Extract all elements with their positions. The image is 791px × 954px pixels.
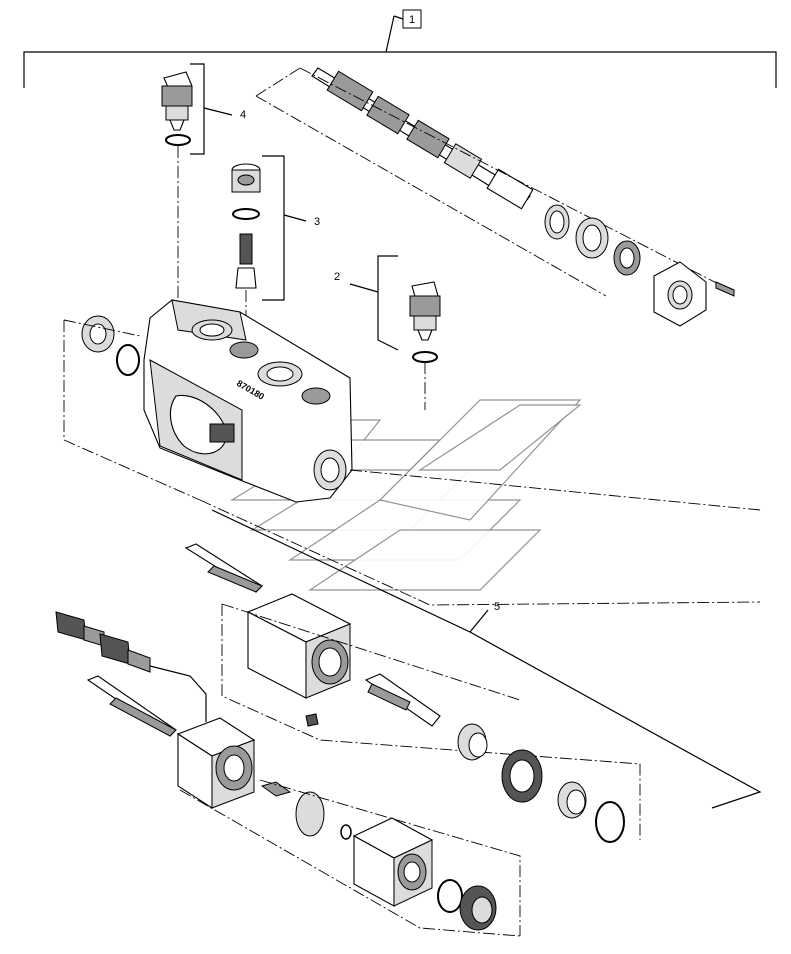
callout-2-leader xyxy=(349,283,379,293)
body-left-axis xyxy=(63,320,201,501)
callout-1: 1 xyxy=(23,9,777,88)
spool-seals xyxy=(544,204,735,327)
section-lower-outline-b xyxy=(179,789,521,937)
connector-harness xyxy=(55,611,207,722)
bracket-2 xyxy=(377,255,399,351)
section-5-outline-a xyxy=(221,604,641,840)
spool-axis-line-b xyxy=(255,95,607,297)
spool-axis-line-c xyxy=(299,67,731,291)
bracket-4 xyxy=(190,63,205,155)
section-lower-outline xyxy=(259,779,521,936)
body-axis-right xyxy=(199,499,761,606)
spring-3 xyxy=(239,233,253,265)
check-valve-3: 3 xyxy=(231,155,320,301)
callout-2-label: 2 xyxy=(334,271,340,283)
section-5-outline-b xyxy=(221,603,521,701)
plunger-assembly xyxy=(305,673,625,843)
relief-cartridge-2: 2 xyxy=(334,255,441,363)
body-axis-right-b xyxy=(349,469,761,511)
callout-1-label: 1 xyxy=(409,14,415,26)
lower-disc-parts xyxy=(260,781,352,840)
callout-4-label: 4 xyxy=(240,109,246,121)
body-left-seals xyxy=(81,315,140,376)
cable xyxy=(149,665,207,722)
poppet-3 xyxy=(235,267,257,289)
spring-housing-block xyxy=(246,593,352,699)
bracket-5 xyxy=(211,509,762,809)
solenoid-coil xyxy=(176,717,256,810)
o-ring-left xyxy=(116,344,140,376)
o-ring-4 xyxy=(165,134,191,146)
o-ring-5 xyxy=(595,801,625,843)
valve-body: 870180 xyxy=(143,299,353,503)
relief-cartridge-4: 4 xyxy=(161,63,246,155)
callout-5-leader xyxy=(469,609,489,633)
callout-1-leader xyxy=(393,15,404,20)
end-block xyxy=(352,817,497,931)
o-ring-2 xyxy=(412,351,438,363)
cap-screw xyxy=(715,281,735,297)
bracket-3 xyxy=(262,155,285,301)
o-ring-3 xyxy=(232,208,260,220)
spool xyxy=(311,67,534,210)
disc xyxy=(295,791,325,837)
long-bolts xyxy=(86,543,263,737)
o-ring-end xyxy=(437,879,463,913)
callout-3-leader xyxy=(283,214,307,222)
spool-axis-line-a xyxy=(255,67,301,97)
screw-lower xyxy=(260,781,292,797)
small-o-ring xyxy=(340,824,352,840)
connector-b xyxy=(99,633,131,665)
callout-5-label: 5 xyxy=(494,601,500,613)
callout-4-leader xyxy=(203,107,233,116)
callout-3-label: 3 xyxy=(314,216,320,228)
assembly-bracket xyxy=(23,15,777,88)
body-left-axis-b xyxy=(63,319,141,337)
connector-a xyxy=(55,611,87,641)
callout-5: 5 xyxy=(211,509,762,809)
small-screw xyxy=(305,713,319,727)
